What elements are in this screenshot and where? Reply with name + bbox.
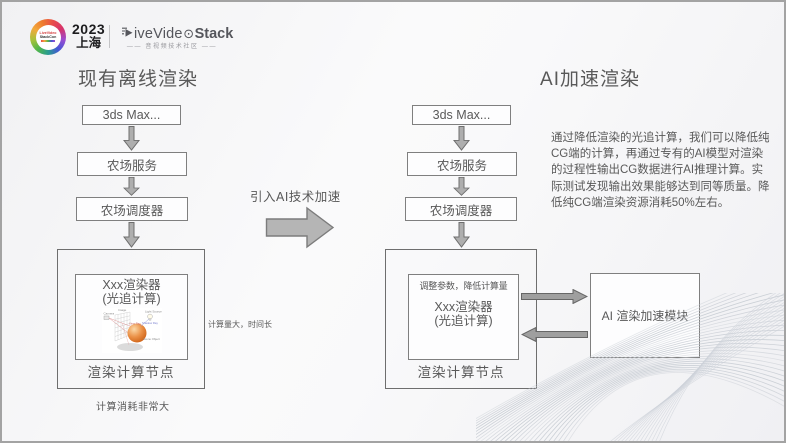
raytrace-light-label: Light Source [145,310,162,314]
arrow-down-icon [123,177,140,196]
conference-year-badge: 2023 上海 [72,22,105,50]
left-container-label: 渲染计算节点 [87,365,175,380]
light-source-icon [146,313,153,320]
tune-parameters-note: 调整参数，降低计算量 [419,281,508,291]
ray-to-shadow-line [121,322,129,346]
circle-logo-line1: LiveVideo [39,30,57,35]
raytrace-image-label: Image [118,308,127,312]
conference-year: 2023 [72,21,106,37]
arrow-left-icon [521,327,588,342]
raytracing-diagram-image: Camera Image Light Source View Ray Shado… [101,308,162,353]
right-renderer-subtitle: (光追计算) [434,314,493,328]
shadow-ray-line [140,318,149,327]
raytrace-shadowray-label: Shadow Ray [142,321,158,325]
circle-logo-color-bar [41,40,55,43]
transition-label: 引入AI技术加速 [250,190,341,204]
left-node-farm-service: 农场服务 [77,152,187,176]
lvs-circle-logo-center: LiveVideo StackCon [35,24,61,50]
arrow-right-icon [521,289,588,304]
shadow-ellipse [116,343,143,351]
left-bottom-note: 计算消耗非常大 [96,402,170,413]
ai-module-box: AI 渲染加速模块 [590,273,700,358]
left-renderer-subtitle: (光追计算) [102,292,161,306]
arrow-down-icon [123,126,140,151]
record-dot-icon: ⊙ [183,26,195,41]
left-render-node-container: Xxx渲染器 (光追计算) Ca [57,249,205,389]
right-renderer-box: 调整参数，降低计算量 Xxx渲染器 (光追计算) [408,274,519,360]
scene-sphere [127,323,146,343]
raytrace-camera-label: Camera [103,312,114,316]
image-plane-grid [114,311,130,342]
right-column-title: AI加速渲染 [540,69,640,90]
arrow-down-icon [453,222,470,248]
description-paragraph: 通过降低渲染的光追计算，我们可以降低纯CG端的计算，再通过专有的AI模型对渲染的… [551,132,770,209]
left-side-note: 计算量大，时间长 [208,320,272,329]
brand-subtitle: —— 音视频技术社区 —— [126,44,218,50]
livevideostack-logo: iveVide ⊙ Stack [121,25,233,42]
left-renderer-box: Xxx渲染器 (光追计算) Ca [75,274,188,360]
raytrace-object-label: Scene Object [143,337,160,341]
arrow-down-icon [453,177,470,196]
right-renderer-title: Xxx渲染器 [434,300,493,314]
header-divider [109,25,110,48]
arrow-down-icon [453,126,470,151]
brand-part1: iveVide [134,26,183,42]
left-renderer-title: Xxx渲染器 [102,278,161,292]
circle-logo-line2: StackCon [39,34,57,39]
raytrace-viewray-label: View Ray [129,322,141,326]
left-node-farm-scheduler: 农场调度器 [76,197,188,221]
right-node-farm-service: 农场服务 [407,152,517,176]
right-node-3dsmax: 3ds Max... [412,105,511,125]
camera-icon [103,315,109,320]
right-container-label: 渲染计算节点 [417,365,505,380]
right-render-node-container: 调整参数，降低计算量 Xxx渲染器 (光追计算) 渲染计算节点 [385,249,537,389]
lvs-circle-logo: LiveVideo StackCon [30,19,66,55]
left-node-3dsmax: 3ds Max... [82,105,181,125]
left-column-title: 现有离线渲染 [77,69,198,90]
big-right-arrow-icon [265,206,335,249]
right-node-farm-scheduler: 农场调度器 [405,197,517,221]
arrow-down-icon [123,222,140,248]
play-icon [122,27,133,37]
brand-part2: Stack [194,26,234,42]
conference-city: 上海 [76,35,102,50]
light-base [148,318,151,321]
